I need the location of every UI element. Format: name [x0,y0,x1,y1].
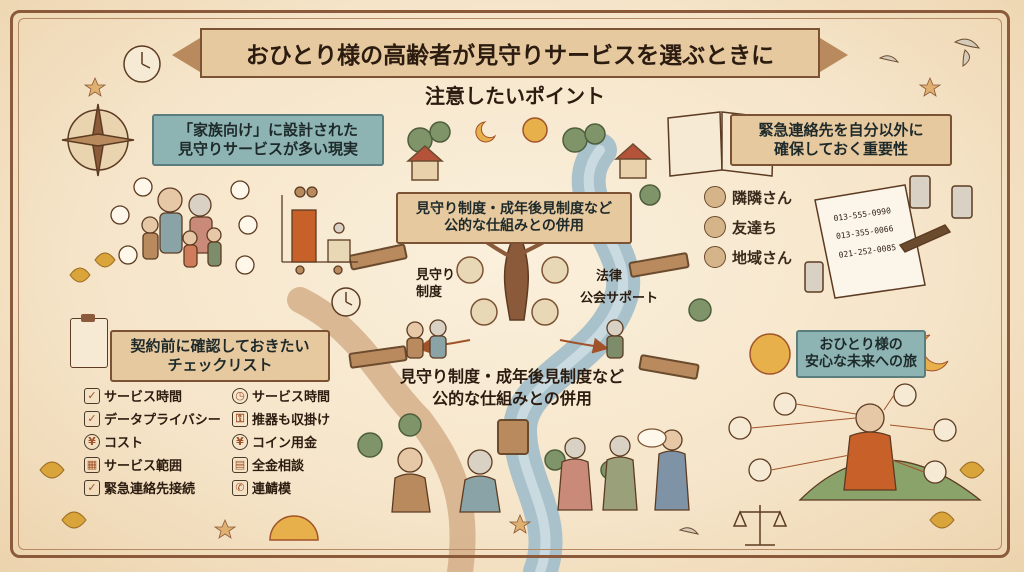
bird-decorations [678,38,981,535]
checklist-left-item: ✓ 緊急連絡先接続 [84,478,195,497]
tree-right-label: 法律 公会サポート [580,269,659,307]
bar-illustration [281,186,358,275]
public-system-label: 見守り制度・成年後見制度など 公的な仕組みとの併用 [396,192,632,244]
sun-illustration [269,117,791,541]
center-people [406,319,624,359]
checklist-left-item: ¥ コスト [84,432,143,451]
money-icon: ▤ [232,456,248,473]
avatar [704,216,726,238]
checklist-right-item-label: 連鯖模 [252,482,292,497]
central-tree-illustration [416,203,609,355]
trees [357,121,712,480]
checklist-left-item: ▦ サービス範囲 [84,455,182,474]
star-decorations [83,76,942,539]
checklist-right-item-label: サービス時間 [252,390,331,405]
future-section-label: おひとり様の 安心な未来への旅 [796,330,926,378]
coin-icon: ¥ [232,433,248,450]
checklist-right-item: ✆ 連鯖模 [232,478,291,497]
bottom-people [391,428,690,513]
check-icon: ✓ [84,479,100,496]
notepad-illustration [804,175,973,299]
checklist-right-item-label: コイン用金 [252,436,318,451]
page-title: おひとり様の高齢者が見守りサービスを選ぶときに [245,43,775,69]
check-icon: ✓ [84,387,100,404]
lock-icon: ⚿ [232,410,248,427]
checklist-left-item-label: コスト [104,436,144,451]
page-subtitle: 注意したいポイント [425,84,605,108]
checklist-right-item: ◷ サービス時間 [232,386,330,405]
family-illustration [110,177,258,275]
tree-left-label: 見守り 制度 [416,268,456,300]
checklist-left-item-label: データプライバシー [104,413,221,428]
emergency-section-label: 緊急連絡先を自分以外に 確保しておく重要性 [730,114,952,166]
phone-icon: ✆ [232,479,248,496]
checklist-right-item: ¥ コイン用金 [232,432,317,451]
avatar [704,246,726,268]
phone-number-list: 013-555-0990 013-355-0066 021-252-0085 [832,206,897,260]
family-section-label: 「家族向け」に設計された 見守りサービスが多い現実 [152,114,384,166]
avatar [704,186,726,208]
contact-friend: 友達ち [704,216,777,238]
checklist-section-label: 契約前に確認しておきたい チェックリスト [110,330,330,382]
coin-icon: ¥ [84,433,100,450]
checklist-left-item-label: サービス範囲 [104,459,183,474]
scales-illustration [732,505,788,546]
checklist-left-item-label: サービス時間 [104,390,183,405]
checklist-right-item: ▤ 全金相談 [232,455,304,474]
clipboard-icon [70,314,108,368]
title-banner: おひとり様の高齢者が見守りサービスを選ぶときに [172,28,848,78]
bridge-left [348,243,408,369]
map-icon: ▦ [84,456,100,473]
checklist-left-item-label: 緊急連絡先接続 [104,482,196,497]
future-illustration [728,383,982,501]
checklist-left-item: ✓ データプライバシー [84,409,221,428]
checklist-right-item: ⚿ 推器も収掛け [232,409,330,428]
clock-illustration [123,45,361,317]
checklist-left-item: ✓ サービス時間 [84,386,182,405]
checklist-right-item-label: 全金相談 [252,459,305,474]
houses [406,142,652,181]
leaf-decorations [39,252,985,529]
center-caption: 見守り制度・成年後見制度など 公的な仕組みとの併用 [399,367,624,408]
checklist-right-item-label: 推器も収掛け [252,413,331,428]
compass-illustration [61,103,135,177]
clock-icon: ◷ [232,387,248,404]
check-icon: ✓ [84,410,100,427]
contact-neighbor: 隣隣さん [704,186,792,208]
bridge-right [497,252,700,455]
contact-community: 地域さん [704,246,792,268]
